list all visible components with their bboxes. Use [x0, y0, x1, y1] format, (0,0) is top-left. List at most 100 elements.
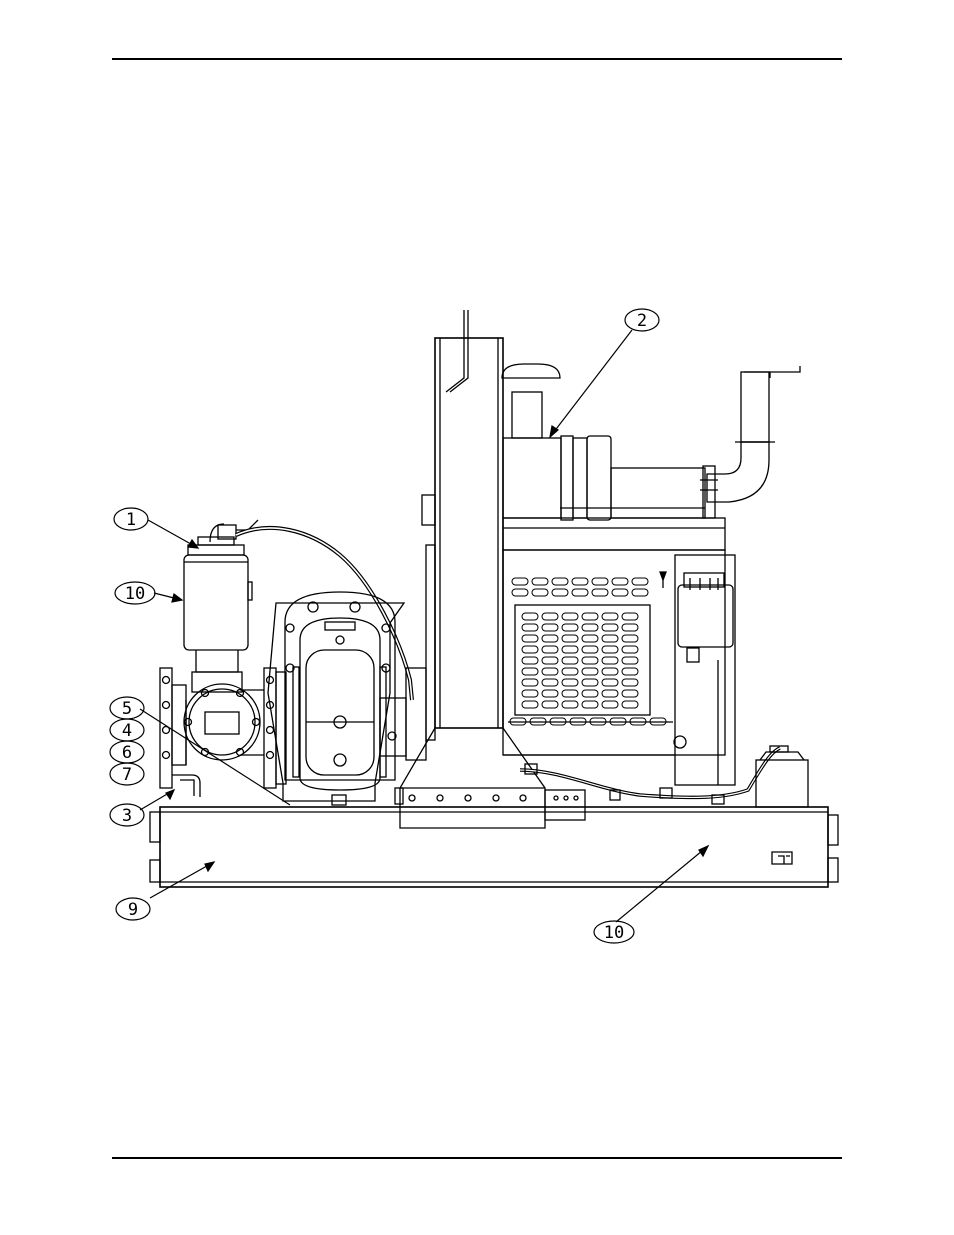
grille-slot: [632, 578, 648, 585]
grille-slot: [542, 657, 558, 664]
grille-slot: [622, 613, 638, 620]
grille-slot: [562, 701, 578, 708]
grille-slot: [562, 679, 578, 686]
grille-slot: [572, 578, 588, 585]
grille-slot: [522, 668, 538, 675]
pump-volute: [268, 592, 426, 805]
grille-slot: [542, 646, 558, 653]
leader-10b: [616, 846, 708, 922]
grille-slot: [622, 646, 638, 653]
grille-slot: [582, 624, 598, 631]
grille-slot: [602, 679, 618, 686]
grille-slot: [582, 646, 598, 653]
grille-slot: [552, 589, 568, 596]
base-skid: [150, 807, 838, 887]
callout-3: 3: [122, 806, 132, 826]
callout-4: 4: [122, 721, 132, 741]
arrowhead-9: [205, 862, 214, 871]
engine-grille: [510, 578, 666, 725]
grille-slot: [522, 657, 538, 664]
grille-slot: [572, 589, 588, 596]
grille-slot: [562, 668, 578, 675]
grille-slot: [602, 657, 618, 664]
grille-slot: [602, 613, 618, 620]
grille-slot: [542, 668, 558, 675]
grille-slot: [582, 690, 598, 697]
callout-1: 1: [126, 510, 136, 530]
grille-slot: [542, 613, 558, 620]
grille-slot: [602, 624, 618, 631]
grille-slot: [582, 635, 598, 642]
grille-slot: [562, 690, 578, 697]
grille-slot: [592, 589, 608, 596]
grille-slot: [622, 635, 638, 642]
arrowhead-3: [166, 790, 174, 799]
bolt: [267, 727, 274, 734]
grille-slot: [602, 701, 618, 708]
grille-slot: [582, 657, 598, 664]
grille-slot: [542, 624, 558, 631]
engine-block: [422, 495, 735, 785]
lifting-column: [395, 310, 585, 828]
grille-slot: [562, 657, 578, 664]
callout-labels: 1 2 10 5 4 6 7 3 9 10: [122, 311, 647, 943]
callout-2: 2: [637, 311, 647, 331]
leader-2: [550, 330, 632, 437]
grille-slot: [602, 690, 618, 697]
grille-slot: [522, 613, 538, 620]
grille-slot: [542, 635, 558, 642]
grille-slot: [582, 679, 598, 686]
grille-slot: [602, 646, 618, 653]
callout-5: 5: [122, 699, 132, 719]
grille-slot: [542, 701, 558, 708]
grille-slot: [612, 589, 628, 596]
grille-slot: [602, 635, 618, 642]
grille-slot: [582, 668, 598, 675]
callout-10-skid: 10: [604, 923, 624, 943]
arrowhead-1: [188, 540, 198, 548]
grille-slot: [542, 679, 558, 686]
grille-slot: [522, 701, 538, 708]
grille-slot: [522, 624, 538, 631]
bolt: [253, 719, 260, 726]
grille-slot: [612, 578, 628, 585]
grille-slot: [512, 589, 528, 596]
grille-slot: [592, 578, 608, 585]
bolt: [163, 752, 170, 759]
grille-slot: [602, 668, 618, 675]
bolt: [267, 752, 274, 759]
grille-slot: [522, 690, 538, 697]
callout-6: 6: [122, 743, 132, 763]
callout-9: 9: [128, 900, 138, 920]
grille-slot: [532, 589, 548, 596]
grille-slot: [582, 701, 598, 708]
grille-slot: [542, 690, 558, 697]
grille-slot: [532, 578, 548, 585]
grille-slot: [512, 578, 528, 585]
grille-slot: [582, 613, 598, 620]
grille-slot: [622, 624, 638, 631]
grille-slot: [552, 578, 568, 585]
grille-slot: [622, 657, 638, 664]
grille-slot: [522, 679, 538, 686]
coolant-tank: [756, 746, 808, 807]
grille-slot: [622, 690, 638, 697]
grille-slot: [562, 624, 578, 631]
bolt: [163, 702, 170, 709]
grille-slot: [562, 613, 578, 620]
exhaust-pipe: [700, 366, 800, 518]
callout-10-filter: 10: [125, 584, 145, 604]
grille-slot: [562, 635, 578, 642]
callout-7: 7: [122, 765, 132, 785]
arrowhead-10a: [172, 594, 182, 602]
grille-slot: [632, 589, 648, 596]
grille-slot: [522, 646, 538, 653]
grille-slot: [522, 635, 538, 642]
bolt: [163, 677, 170, 684]
air-cleaner: [502, 364, 705, 520]
grille-slot: [622, 701, 638, 708]
arrowhead-10b: [699, 846, 708, 856]
grille-slot: [622, 679, 638, 686]
grille-slot: [562, 646, 578, 653]
